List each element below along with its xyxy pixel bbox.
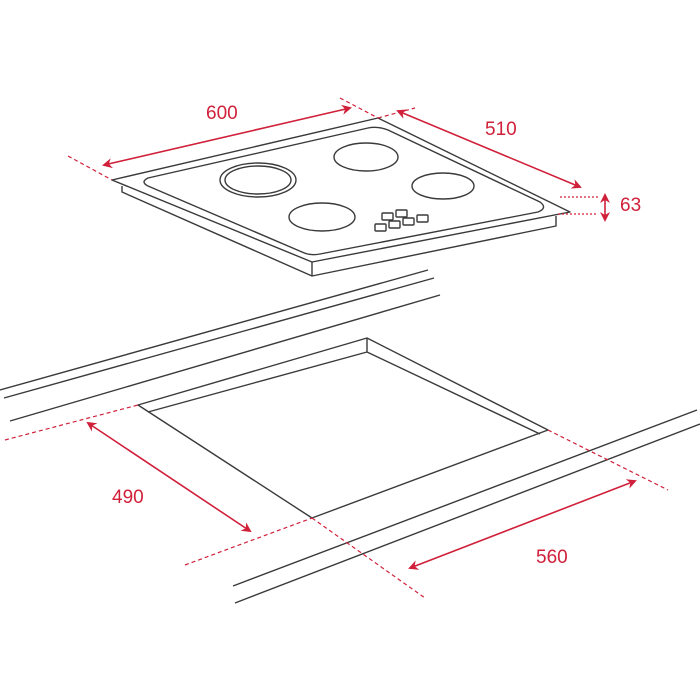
worktop-back-edge — [9, 294, 441, 422]
worktop-front-edge — [232, 409, 698, 587]
extension-line — [4, 404, 139, 441]
touch-key — [395, 209, 408, 218]
label-hob-height: 63 — [620, 195, 641, 216]
extension-lines — [4, 97, 669, 599]
extension-line — [67, 155, 113, 181]
touch-key — [374, 223, 387, 232]
burner-large-inner — [224, 165, 292, 195]
worktop-back-edge — [0, 269, 429, 391]
hob-side — [121, 186, 557, 277]
touch-key — [388, 220, 401, 229]
dimension-arrow-510 — [396, 109, 582, 189]
burner-back-right — [333, 142, 399, 172]
touch-key — [402, 217, 415, 226]
extension-line — [184, 517, 313, 566]
extension-line — [311, 517, 426, 599]
burner-front — [288, 202, 356, 232]
dimension-arrow-490 — [86, 421, 252, 533]
label-hob-depth: 510 — [485, 119, 517, 140]
cutout-inner-edge — [147, 338, 541, 435]
extension-line — [547, 429, 669, 491]
dimension-arrow-560 — [408, 479, 637, 570]
worktop — [0, 269, 700, 604]
label-hob-width: 600 — [206, 103, 238, 124]
burner-large-outer — [219, 162, 297, 198]
hob — [111, 117, 571, 277]
worktop-back-edge — [3, 277, 435, 399]
touch-key — [381, 212, 394, 221]
glass-panel — [143, 126, 545, 256]
dimension-arrow-600 — [102, 104, 352, 169]
touch-key — [416, 214, 429, 223]
label-cutout-depth: 490 — [112, 487, 144, 508]
touch-controls — [374, 209, 429, 232]
label-cutout-width: 560 — [536, 547, 568, 568]
burner-right — [411, 172, 475, 200]
extension-line — [339, 97, 379, 119]
